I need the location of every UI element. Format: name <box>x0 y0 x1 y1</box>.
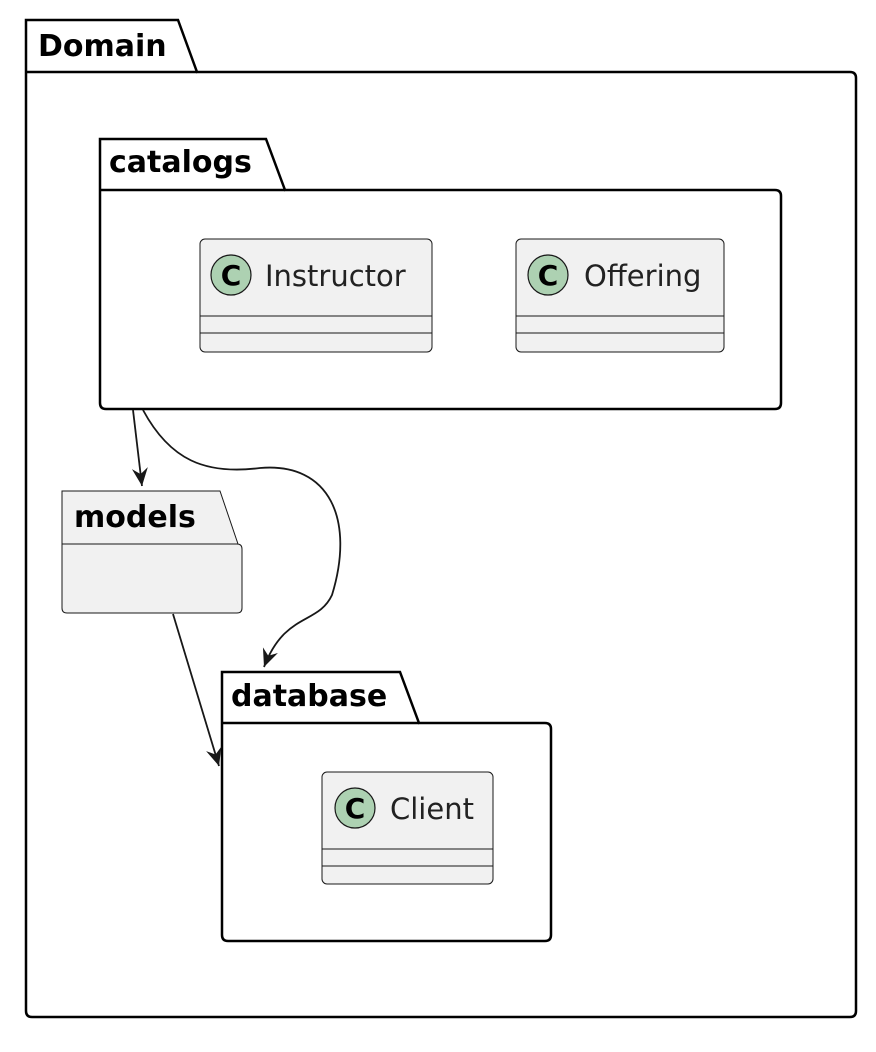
package-catalogs-label: catalogs <box>109 145 252 180</box>
class-client-stereotype-letter: C <box>345 792 366 825</box>
class-instructor-name: Instructor <box>265 259 406 293</box>
class-instructor-stereotype-letter: C <box>221 259 242 292</box>
package-models: models <box>61 490 243 614</box>
package-models-label: models <box>74 500 196 535</box>
class-instructor: C Instructor <box>199 238 433 353</box>
class-instructor-box <box>199 238 433 353</box>
class-client-stereotype-icon <box>334 787 376 829</box>
dependency-arrow-catalogs-to-models <box>131 409 148 487</box>
class-offering: C Offering <box>515 238 725 353</box>
dependency-arrow-models-to-database <box>172 613 222 767</box>
package-domain-label: Domain <box>38 29 167 64</box>
class-client: C Client <box>321 771 494 885</box>
package-catalogs: catalogs C Instructor C Offering <box>98 137 783 411</box>
class-offering-stereotype-letter: C <box>538 259 559 292</box>
class-offering-stereotype-icon <box>527 254 569 296</box>
package-models-frame <box>61 490 243 614</box>
class-offering-box <box>515 238 725 353</box>
class-client-name: Client <box>390 792 474 826</box>
dependency-arrow-catalogs-to-database <box>142 409 342 668</box>
package-database: database C Client <box>220 670 553 943</box>
package-database-label: database <box>231 679 387 714</box>
class-offering-name: Offering <box>584 259 701 293</box>
class-instructor-stereotype-icon <box>210 254 252 296</box>
